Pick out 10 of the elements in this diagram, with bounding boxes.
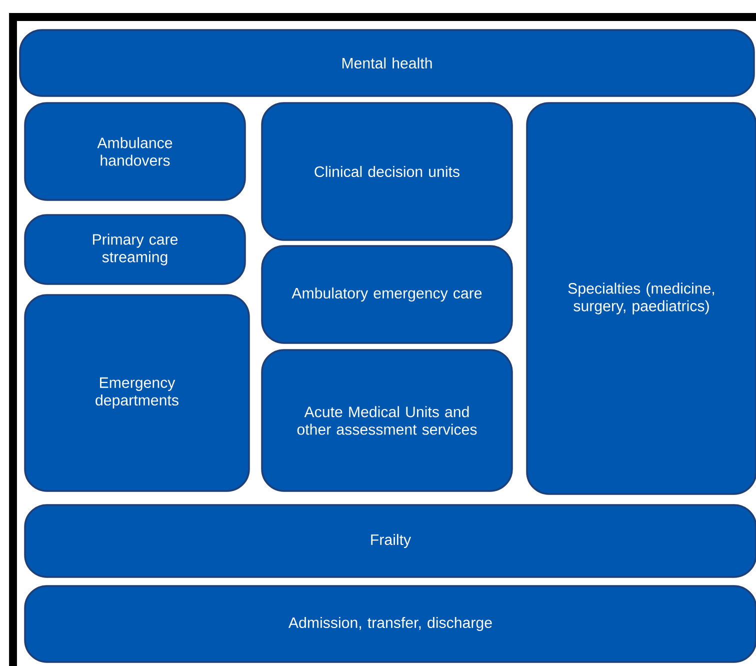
process-box: Primary care streaming <box>24 214 246 285</box>
process-box: Clinical decision units <box>261 102 513 241</box>
process-box: Specialties (medicine, surgery, paediatrics) <box>526 102 756 495</box>
process-box: Admission, transfer, discharge <box>24 585 756 663</box>
process-box: Emergency departments <box>24 294 250 492</box>
process-box: Acute Medical Units and other assessment services <box>261 349 513 492</box>
process-box: Ambulance handovers <box>24 102 246 201</box>
process-box: Frailty <box>24 504 756 578</box>
process-box: Mental health <box>19 29 755 97</box>
process-box: Ambulatory emergency care <box>261 245 513 344</box>
